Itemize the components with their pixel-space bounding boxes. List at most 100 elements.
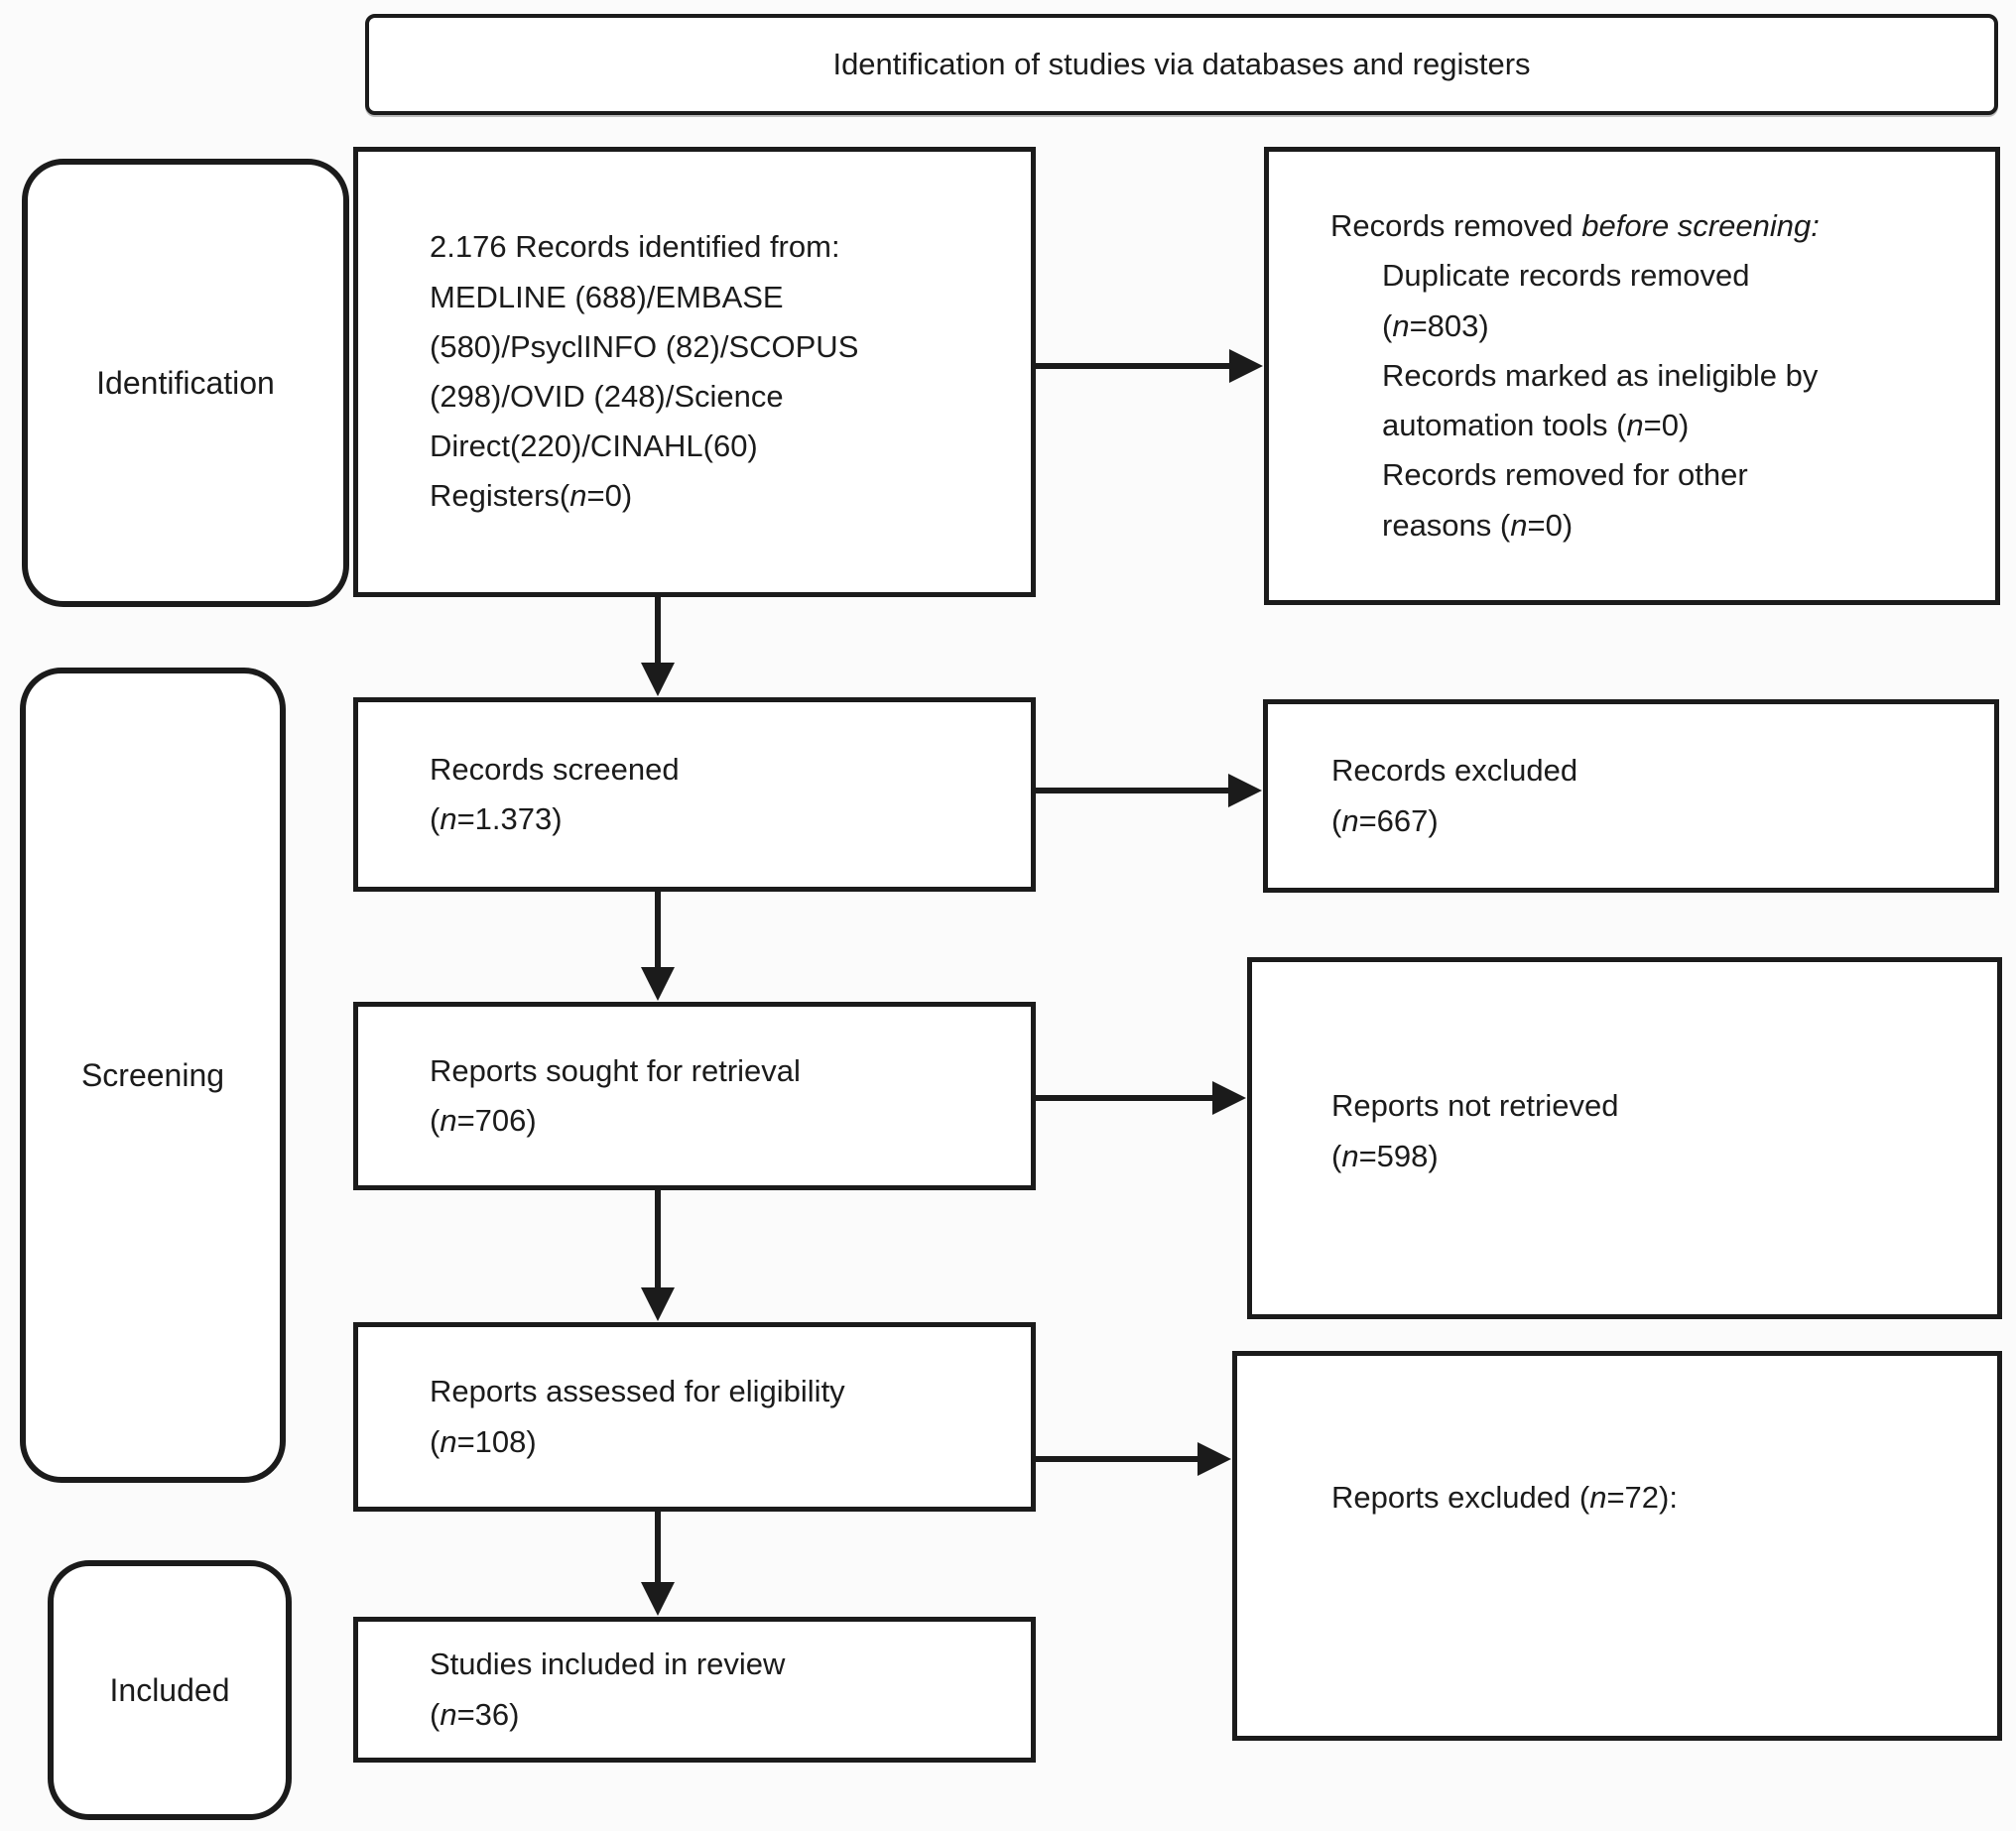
text-segment: =803) <box>1409 307 1489 343</box>
text-line: reasons (n=0) <box>1330 501 1995 550</box>
box-records-screened: Records screened (n=1.373) <box>353 697 1036 892</box>
header-box: Identification of studies via databases … <box>365 14 1998 115</box>
text-segment: Reports excluded ( <box>1331 1480 1590 1516</box>
text-line: (580)/PsyclINFO (82)/SCOPUS <box>430 322 1031 372</box>
text-segment: =72): <box>1606 1480 1678 1516</box>
text-segment: =108) <box>456 1423 537 1459</box>
box-studies-included: Studies included in review (n=36) <box>353 1617 1036 1763</box>
box-text: Studies included in review (n=36) <box>430 1640 1031 1739</box>
text-segment-italic: n <box>1341 1138 1359 1173</box>
box-text: Reports assessed for eligibility (n=108) <box>430 1367 1031 1466</box>
text-segment: ( <box>1382 307 1393 343</box>
text-line: Records screened <box>430 745 1031 794</box>
text-segment: (298)/OVID (248)/Science <box>430 379 784 414</box>
text-segment: automation tools ( <box>1382 408 1627 443</box>
text-segment-italic: n <box>1510 507 1528 543</box>
text-segment: Duplicate records removed <box>1382 258 1750 294</box>
text-segment: =1.373) <box>456 801 563 836</box>
text-line: Records excluded <box>1331 746 1994 795</box>
text-segment: ( <box>430 1423 441 1459</box>
text-segment-italic: n <box>440 1423 457 1459</box>
text-line: (n=598) <box>1331 1132 1997 1181</box>
text-segment: Records marked as ineligible by <box>1382 357 1819 393</box>
text-line: automation tools (n=0) <box>1330 401 1995 450</box>
text-segment-italic: n <box>569 478 587 514</box>
text-line: Records removed before screening: <box>1330 201 1995 251</box>
text-segment: ( <box>430 1103 441 1138</box>
text-line: Reports not retrieved <box>1331 1081 1997 1131</box>
text-segment: Records screened <box>430 751 680 787</box>
box-records-excluded: Records excluded(n=667) <box>1263 699 1999 893</box>
arrow-sought-to-not-retrieved <box>1036 1081 1246 1115</box>
text-segment-italic: n <box>1392 307 1410 343</box>
stage-label-text: Screening <box>80 1056 225 1093</box>
header-title: Identification of studies via databases … <box>832 47 1531 81</box>
text-line: Duplicate records removed <box>1330 251 1995 301</box>
stage-label-included: Included <box>48 1560 292 1820</box>
text-line: Registers(n=0) <box>430 471 1031 521</box>
text-segment: Reports assessed for eligibility <box>430 1374 845 1409</box>
text-line: Reports assessed for eligibility <box>430 1367 1031 1416</box>
arrow-screened-to-excluded <box>1036 774 1262 807</box>
stage-label-text: Included <box>109 1671 230 1708</box>
arrow-sought-to-assessed <box>641 1190 675 1321</box>
text-line: Studies included in review <box>430 1640 1031 1689</box>
text-line: Direct(220)/CINAHL(60) <box>430 422 1031 471</box>
text-segment: Reports not retrieved <box>1331 1088 1619 1124</box>
arrow-assessed-to-included <box>641 1512 675 1616</box>
text-line: (n=1.373) <box>430 794 1031 844</box>
text-segment: =667) <box>1358 802 1439 838</box>
arrow-screened-to-sought <box>641 892 675 1001</box>
box-records-identified: 2.176 Records identified from: MEDLINE (6… <box>353 147 1036 597</box>
text-segment: Registers( <box>430 478 570 514</box>
text-segment: MEDLINE (688)/EMBASE <box>430 279 784 314</box>
text-line: (n=706) <box>430 1096 1031 1146</box>
arrow-identified-to-removed <box>1036 349 1263 383</box>
text-segment: ( <box>1331 1138 1342 1173</box>
box-text: Records excluded(n=667) <box>1331 746 1994 845</box>
box-text: 2.176 Records identified from: MEDLINE (6… <box>430 222 1031 521</box>
text-segment-italic: before screening: <box>1581 208 1820 244</box>
text-segment: 2.176 Records identified from: <box>430 229 840 265</box>
box-records-removed: Records removed before screening: Duplica… <box>1264 147 2000 605</box>
text-line: Reports excluded (n=72): <box>1331 1473 1997 1523</box>
text-line: (n=803) <box>1330 302 1995 351</box>
text-line: Reports sought for retrieval <box>430 1046 1031 1096</box>
text-segment-italic: n <box>440 801 457 836</box>
box-text: Reports not retrieved (n=598) <box>1331 1081 1997 1180</box>
text-line: Records marked as ineligible by <box>1330 351 1995 401</box>
text-segment: =0) <box>1643 408 1690 443</box>
text-segment: ( <box>430 801 441 836</box>
text-segment-italic: n <box>1341 802 1359 838</box>
text-line: 2.176 Records identified from: <box>430 222 1031 272</box>
box-reports-assessed: Reports assessed for eligibility (n=108) <box>353 1322 1036 1512</box>
text-segment: Reports sought for retrieval <box>430 1052 801 1088</box>
stage-label-identification: Identification <box>22 159 349 607</box>
text-segment: =706) <box>456 1103 537 1138</box>
text-segment: =0) <box>586 478 633 514</box>
text-segment: reasons ( <box>1382 507 1511 543</box>
text-segment: Studies included in review <box>430 1647 786 1682</box>
text-line: MEDLINE (688)/EMBASE <box>430 273 1031 322</box>
text-segment: =0) <box>1527 507 1574 543</box>
box-text: Records removed before screening: Duplica… <box>1330 201 1995 550</box>
text-segment: Records removed for other <box>1382 457 1748 493</box>
stage-label-text: Identification <box>96 364 275 401</box>
text-segment: =36) <box>456 1696 520 1732</box>
stage-label-screening: Screening <box>20 668 286 1483</box>
text-line: (n=108) <box>430 1417 1031 1467</box>
text-line: (n=36) <box>430 1690 1031 1740</box>
text-line: (n=667) <box>1331 796 1994 846</box>
box-text: Reports sought for retrieval (n=706) <box>430 1046 1031 1146</box>
text-segment-italic: n <box>1589 1480 1607 1516</box>
text-segment-italic: n <box>440 1696 457 1732</box>
text-segment: ( <box>430 1696 441 1732</box>
box-reports-not-retrieved: Reports not retrieved (n=598) <box>1247 957 2002 1319</box>
box-reports-sought: Reports sought for retrieval (n=706) <box>353 1002 1036 1190</box>
box-text: Records screened (n=1.373) <box>430 745 1031 844</box>
text-segment: (580)/PsyclINFO (82)/SCOPUS <box>430 328 859 364</box>
arrow-assessed-to-excluded <box>1036 1442 1231 1476</box>
arrow-identified-to-screened <box>641 597 675 696</box>
text-segment: Records removed <box>1330 208 1582 244</box>
